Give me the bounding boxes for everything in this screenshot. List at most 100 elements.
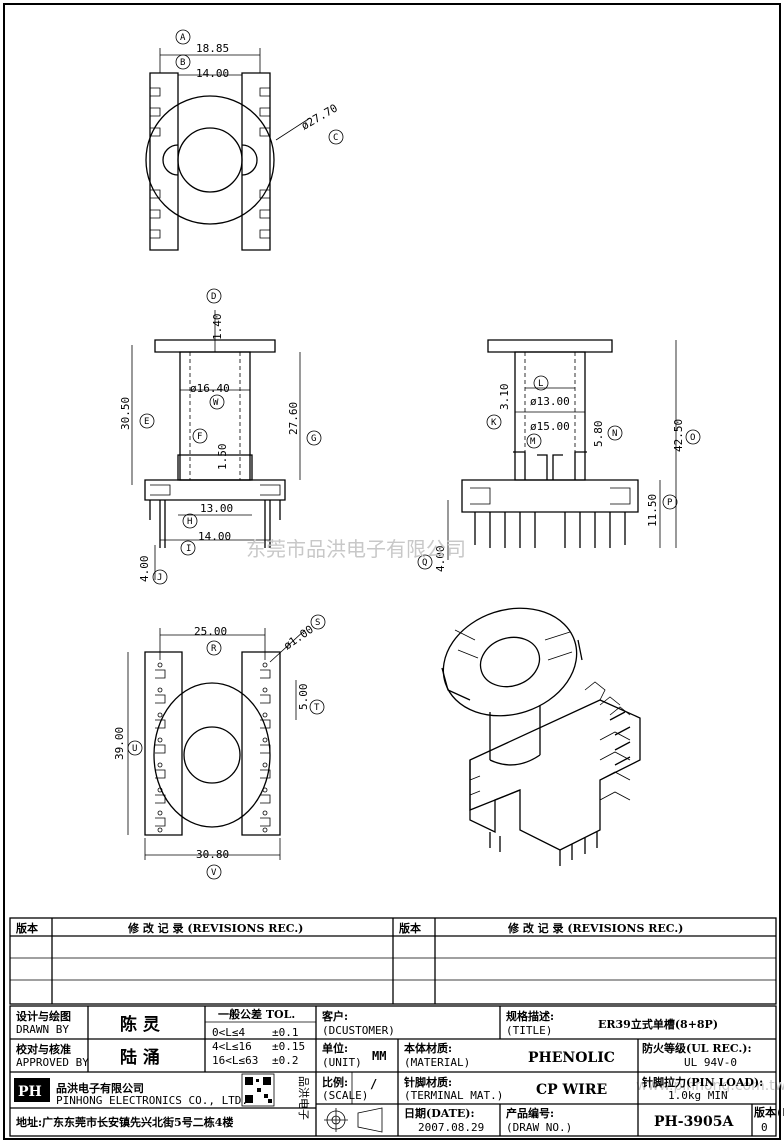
svg-text:S: S [315,618,320,628]
callout-q: Q [417,554,433,570]
drawno-label-cn: 产品编号: [506,1106,554,1120]
svg-text:E: E [144,417,149,427]
callout-a: A [175,29,191,45]
dim-d: 1.40 [211,314,224,341]
callout-w: W [209,394,225,410]
material-label-en: (MATERIAL) [404,1056,470,1069]
callout-b: B [175,54,191,70]
date-value: 2007.08.29 [418,1121,484,1134]
callout-n: N [607,425,623,441]
bottom-view [127,628,306,860]
approved-label-en: APPROVED BY [16,1056,89,1069]
ul-label-cn: 防火等级(UL REC.): [642,1041,752,1055]
svg-text:O: O [690,433,695,443]
svg-text:H: H [187,517,192,527]
terminal-value: CP WIRE [536,1082,607,1098]
callout-u: U [127,740,143,756]
rev-col-version-2: 版本 [399,921,421,935]
title-block [9,1005,777,1137]
rev-col-version: 版本 [16,921,38,935]
svg-text:I: I [186,544,191,554]
dim-t: 5.00 [297,684,310,711]
dim-o: 42.50 [672,419,685,452]
svg-text:C: C [333,133,338,143]
customer-label-en: (DCUSTOMER) [322,1024,395,1037]
unit-value: MM [372,1049,386,1063]
unit-label-en: (UNIT) [322,1056,362,1069]
svg-text:F: F [197,432,202,442]
tol-range-0: 0<L≤4 [212,1026,245,1039]
date-label-cn: 日期(DATE): [404,1106,475,1120]
watermark-center: 东莞市品洪电子有限公司 [246,537,466,561]
svg-text:N: N [612,429,617,439]
drawno-value: PH-3905A [654,1114,735,1130]
svg-text:J: J [157,573,162,583]
title-label-en: (TITLE) [506,1024,552,1037]
drawno-label-en: (DRAW NO.) [506,1121,572,1134]
revisions-table [9,917,777,1005]
dim-c: ø27.70 [299,101,340,132]
customer-label-cn: 客户: [321,1009,348,1023]
tol-range-2: 16<L≤63 [212,1054,258,1067]
scale-label-cn: 比例: [322,1075,348,1089]
dim-f: 1.50 [216,444,229,471]
tol-value-2: ±0.2 [272,1054,299,1067]
rev-col-record: 修 改 记 录 (REVISIONS REC.) [127,921,303,935]
callout-v: V [206,864,222,880]
callout-d: D [206,288,222,304]
callout-c: C [328,129,344,145]
callout-k: K [486,414,502,430]
approved-label-cn: 校对与核准 [16,1042,71,1056]
svg-text:PH: PH [18,1084,42,1100]
svg-text:A: A [180,33,186,43]
callout-p: P [662,494,678,510]
company-logo: PH [14,1078,50,1102]
callout-f: F [192,428,208,444]
callout-i: I [180,540,196,556]
title-value: ER39立式单槽(8+8P) [598,1017,718,1031]
svg-text:T: T [314,703,320,713]
ul-value: UL 94V-0 [684,1056,737,1069]
drawn-label-en: DRAWN BY [16,1023,69,1036]
svg-text:K: K [491,418,497,428]
svg-text:U: U [132,744,137,754]
dim-g: 27.60 [287,402,300,435]
callout-e: E [139,413,155,429]
dim-b: 14.00 [196,67,229,80]
callout-t: T [309,699,325,715]
svg-text:R: R [211,644,217,654]
svg-text:V: V [211,868,217,878]
scale-value: / [370,1077,377,1091]
svg-text:M: M [530,437,536,447]
dim-n: 5.80 [592,421,605,448]
side-view [447,339,677,560]
pinload-value: 1.0kg MIN [668,1089,728,1102]
dim-i: 14.00 [198,530,231,543]
dim-w: ø16.40 [190,382,230,395]
company-name-cn: 品洪电子有限公司 [56,1081,144,1095]
svg-text:L: L [538,379,543,389]
scale-label-en: (SCALE) [322,1089,368,1102]
tol-value-0: ±0.1 [272,1026,299,1039]
approved-value: 陆 涌 [120,1048,160,1068]
unit-label-cn: 单位: [322,1041,348,1055]
callout-l: L [533,375,549,391]
qr-caption: 品洪电子 [297,1076,311,1120]
qr-code [241,1073,275,1107]
callout-m: M [526,433,542,449]
rev-value: 0 [761,1121,768,1134]
tol-title: 一般公差 TOL. [218,1007,295,1021]
watermark-corner: www.pinhong.com.tw [636,1078,784,1094]
terminal-label-en: (TERMINAL MAT.) [404,1089,503,1102]
dim-k: 3.10 [498,384,511,411]
svg-text:D: D [211,292,216,302]
callout-g: G [306,430,322,446]
projection-symbol [324,1107,383,1133]
title-label-cn: 规格描述: [506,1009,554,1023]
svg-text:Q: Q [422,558,427,568]
company-name-en: PINHONG ELECTRONICS CO., LTD. [56,1094,248,1107]
drawn-label-cn: 设计与绘图 [16,1009,71,1023]
material-label-cn: 本体材质: [404,1041,452,1055]
svg-text:P: P [667,498,673,508]
